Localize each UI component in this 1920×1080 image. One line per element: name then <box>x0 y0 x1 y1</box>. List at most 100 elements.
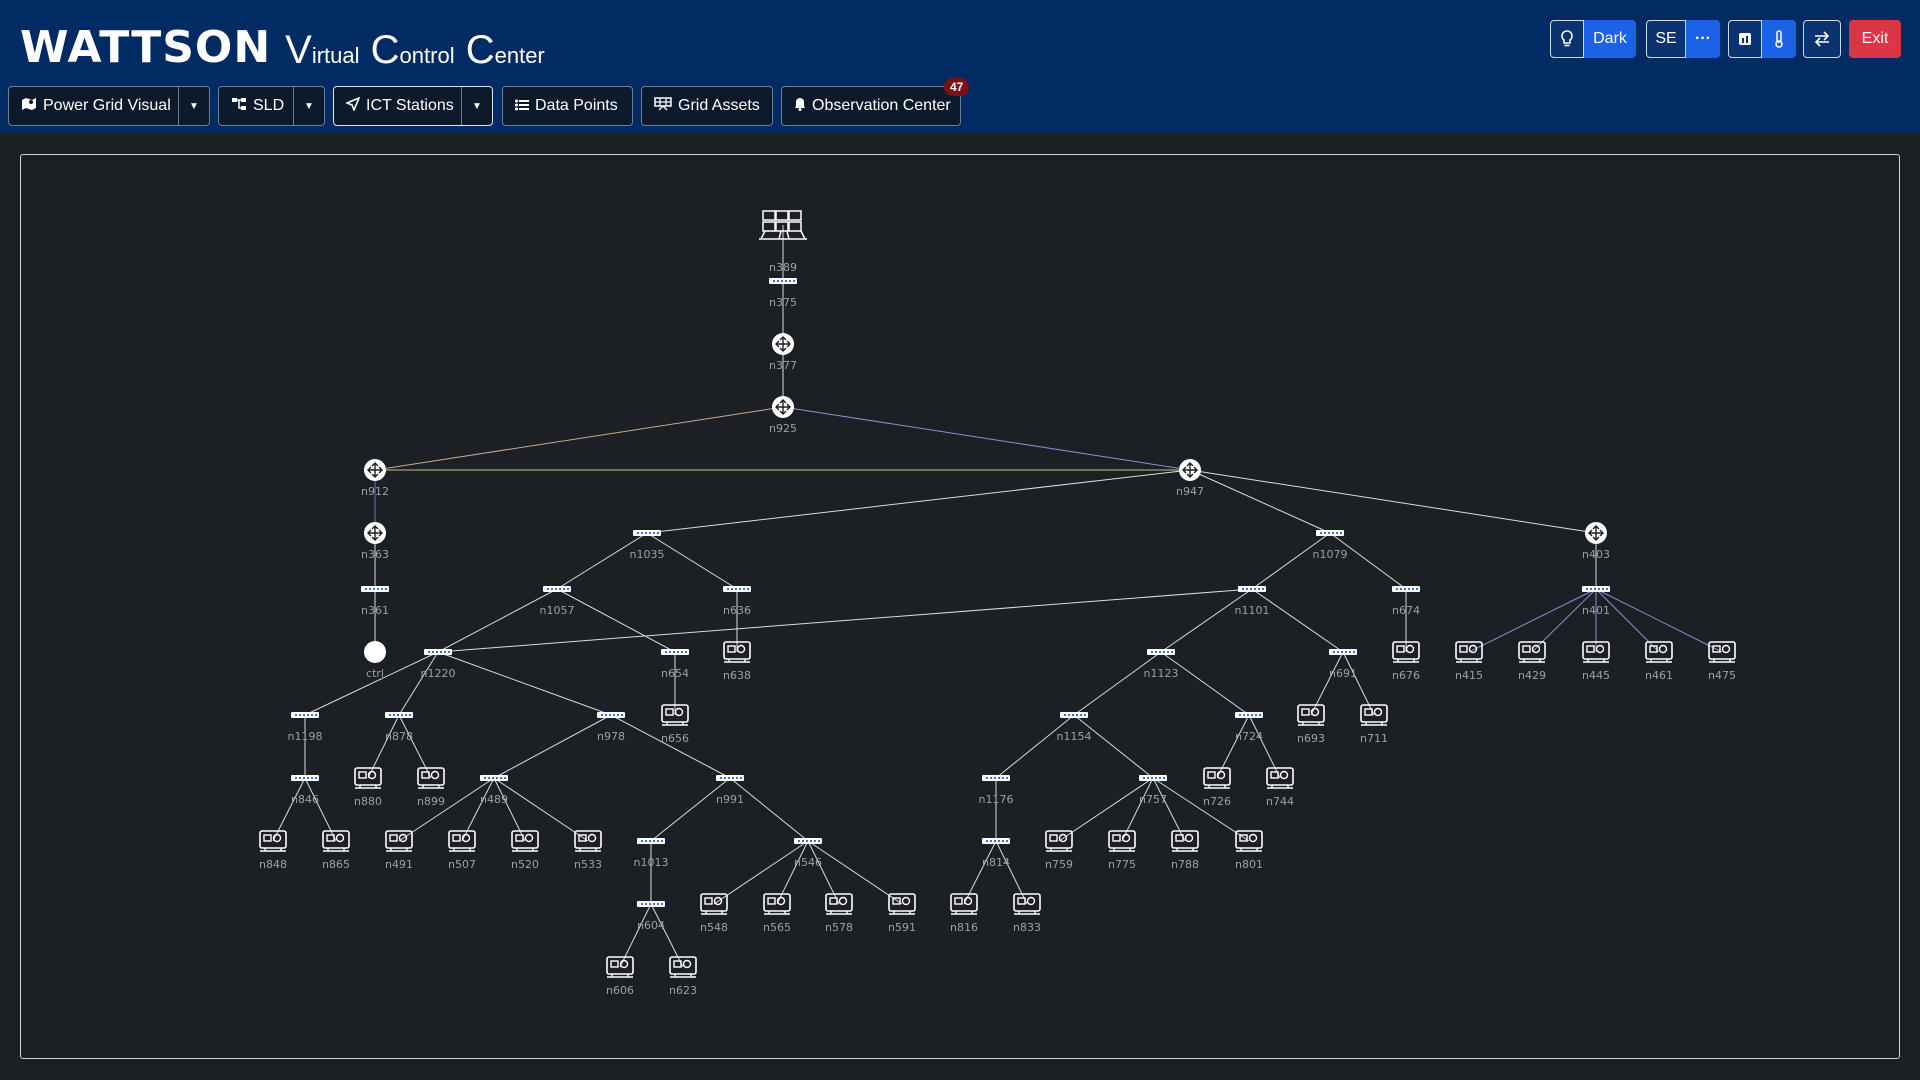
switch-node[interactable]: n846 <box>291 775 319 806</box>
device-node[interactable]: n833 <box>1013 893 1041 934</box>
node-label: n846 <box>291 793 319 806</box>
device-node[interactable]: n461 <box>1645 641 1673 682</box>
router-node[interactable]: n925 <box>769 396 797 435</box>
device-icon <box>669 956 697 978</box>
switch-node[interactable]: n878 <box>385 712 413 743</box>
device-node[interactable]: n801 <box>1235 830 1263 871</box>
switch-node[interactable]: n604 <box>637 901 665 932</box>
device-node[interactable]: n548 <box>700 893 728 934</box>
nav-observation-center[interactable]: Observation Center <box>781 86 961 126</box>
map-icon <box>21 97 37 115</box>
nav-power-grid-visual[interactable]: Power Grid Visual ▼ <box>8 86 210 126</box>
circle-node[interactable]: ctrl <box>364 641 386 680</box>
switch-node[interactable]: n814 <box>982 838 1010 869</box>
switch-node[interactable]: n1035 <box>630 530 665 561</box>
router-node[interactable]: n912 <box>361 459 389 498</box>
device-node[interactable]: n623 <box>669 956 697 997</box>
switch-node[interactable]: n978 <box>597 712 625 743</box>
node-label: n759 <box>1045 858 1073 871</box>
switch-node[interactable]: n724 <box>1235 712 1263 743</box>
router-node[interactable]: n947 <box>1176 459 1204 498</box>
device-node[interactable]: n445 <box>1582 641 1610 682</box>
chevron-down-icon[interactable]: ▼ <box>293 87 324 125</box>
device-node[interactable]: n759 <box>1045 830 1073 871</box>
swap-icon[interactable] <box>1803 20 1841 58</box>
chevron-down-icon[interactable]: ▼ <box>461 87 492 125</box>
switch-node[interactable]: n1123 <box>1144 649 1179 680</box>
switch-node[interactable]: n1220 <box>421 649 456 680</box>
device-node[interactable]: n880 <box>354 767 382 808</box>
nav-data-points[interactable]: Data Points <box>502 86 633 126</box>
switch-node[interactable]: n1198 <box>288 712 323 743</box>
device-node[interactable]: n491 <box>385 830 413 871</box>
device-node[interactable]: n744 <box>1266 767 1294 808</box>
switch-node[interactable]: n361 <box>361 586 389 617</box>
node-label: n507 <box>448 858 476 871</box>
nav-sld[interactable]: SLD ▼ <box>218 86 325 126</box>
device-node[interactable]: n565 <box>763 893 791 934</box>
device-node[interactable]: n429 <box>1518 641 1546 682</box>
switch-node[interactable]: n1013 <box>634 838 669 869</box>
device-node[interactable]: n606 <box>606 956 634 997</box>
switch-node[interactable]: n1101 <box>1235 586 1270 617</box>
edge-n925-n912 <box>374 406 784 471</box>
switch-node[interactable]: n991 <box>716 775 744 806</box>
device-node[interactable]: n533 <box>574 830 602 871</box>
switch-node[interactable]: n636 <box>723 586 751 617</box>
server-node[interactable]: n389 <box>759 210 807 274</box>
device-node[interactable]: n591 <box>888 893 916 934</box>
device-node[interactable]: n788 <box>1171 830 1199 871</box>
device-node[interactable]: n775 <box>1108 830 1136 871</box>
router-node[interactable]: n377 <box>769 333 797 372</box>
user-button[interactable]: SE <box>1646 20 1686 58</box>
switch-node[interactable]: n757 <box>1139 775 1167 806</box>
switch-node[interactable]: n691 <box>1329 649 1357 680</box>
router-node[interactable]: n363 <box>361 522 389 561</box>
device-node[interactable]: n726 <box>1203 767 1231 808</box>
switch-node[interactable]: n674 <box>1392 586 1420 617</box>
device-node[interactable]: n578 <box>825 893 853 934</box>
device-node[interactable]: n656 <box>661 704 689 745</box>
switch-node[interactable]: n375 <box>769 278 797 309</box>
device-node[interactable]: n693 <box>1297 704 1325 745</box>
node-label: n401 <box>1582 604 1610 617</box>
switch-node[interactable]: n546 <box>794 838 822 869</box>
switch-node[interactable]: n1057 <box>540 586 575 617</box>
switch-node[interactable]: n654 <box>661 649 689 680</box>
device-node[interactable]: n475 <box>1708 641 1736 682</box>
router-node[interactable]: n403 <box>1582 522 1610 561</box>
device-node[interactable]: n520 <box>511 830 539 871</box>
device-node[interactable]: n816 <box>950 893 978 934</box>
device-icon <box>1360 704 1388 726</box>
node-label: n445 <box>1582 669 1610 682</box>
lightbulb-icon[interactable] <box>1550 20 1584 58</box>
exit-button[interactable]: Exit <box>1849 20 1901 58</box>
switch-node[interactable]: n1176 <box>979 775 1014 806</box>
network-graph-panel[interactable]: n389 n375 n377 n925 n912 n947 n363 n361 ctrl n103… <box>20 154 1900 1059</box>
device-node[interactable]: n711 <box>1360 704 1388 745</box>
device-node[interactable]: n638 <box>723 641 751 682</box>
network-graph[interactable]: n389 n375 n377 n925 n912 n947 n363 n361 ctrl n103… <box>21 155 1899 1058</box>
chevron-down-icon[interactable]: ▼ <box>178 87 209 125</box>
theme-toggle-button[interactable]: Dark <box>1584 20 1636 58</box>
nav-ict-stations[interactable]: ICT Stations ▼ <box>333 86 493 126</box>
switch-node[interactable]: n1154 <box>1057 712 1092 743</box>
node-label: n925 <box>769 422 797 435</box>
edge-n1057-n654 <box>556 588 676 653</box>
nav-grid-assets[interactable]: Grid Assets <box>641 86 773 126</box>
switch-node[interactable]: n401 <box>1582 586 1610 617</box>
device-node[interactable]: n507 <box>448 830 476 871</box>
switch-node[interactable]: n489 <box>480 775 508 806</box>
chart-icon[interactable] <box>1728 20 1762 58</box>
node-label: n389 <box>769 261 797 274</box>
device-node[interactable]: n899 <box>417 767 445 808</box>
device-node[interactable]: n865 <box>322 830 350 871</box>
more-button[interactable]: ··· <box>1686 20 1720 58</box>
node-label: n606 <box>606 984 634 997</box>
device-node[interactable]: n415 <box>1455 641 1483 682</box>
device-node[interactable]: n848 <box>259 830 287 871</box>
device-node[interactable]: n676 <box>1392 641 1420 682</box>
switch-node[interactable]: n1079 <box>1313 530 1348 561</box>
nav-label: Grid Assets <box>678 97 760 114</box>
thermometer-icon[interactable] <box>1762 20 1796 58</box>
